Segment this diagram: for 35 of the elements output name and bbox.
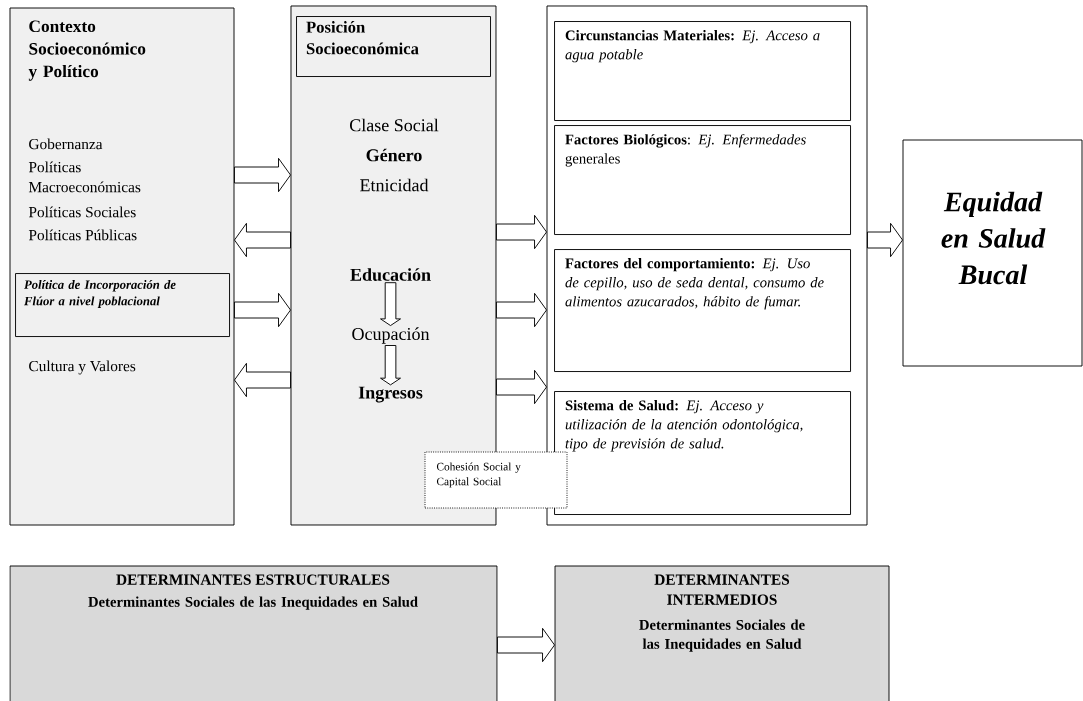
block-arrow: [497, 627, 555, 663]
outcome-box: Equidad en Salud Bucal: [902, 139, 1083, 367]
heading: DETERMINANTES INTERMEDIOS: [654, 574, 790, 605]
block-arrow: [234, 292, 291, 328]
heading: Contexto Socioeconómico y Político: [28, 20, 146, 81]
factor-box: Sistema de Salud: Ej. Acceso y utilización de la atención odontológica, tipo de previsión de salud.: [554, 391, 851, 515]
list-item: Gobernanza: [29, 138, 103, 150]
block-arrow: [380, 282, 401, 327]
list-item: Políticas Macroeconómicas: [28, 161, 141, 193]
block-arrow: [234, 222, 291, 258]
heading-box: Posición Socioeconómica: [296, 16, 491, 77]
block-arrow: [867, 222, 903, 258]
list-item: Políticas Sociales: [28, 206, 136, 218]
block-arrow: [496, 292, 547, 328]
block-arrow: [496, 214, 547, 250]
category-label: Ocupación: [352, 327, 430, 344]
subheading: Determinantes Sociales de las Inequidades en Salud: [639, 619, 805, 652]
factor-box: Circunstancias Materiales: Ej. Acceso a agua potable: [554, 21, 851, 121]
block-arrow: [380, 345, 401, 386]
factor-box: Factores del comportamiento: Ej. Uso de cepillo, uso de seda dental, consumo de alimentos azucarados, hábito de fumar.: [554, 249, 851, 372]
heading: DETERMINANTES ESTRUCTURALES: [116, 574, 390, 585]
note-box: Cohesión Social y Capital Social: [424, 451, 568, 509]
policy-box: Política de Incorporación de Flúor a nivel poblacional: [15, 273, 230, 337]
block-arrow: [234, 157, 291, 193]
category-label: Género: [366, 148, 422, 162]
factor-box: Factores Biológicos: Ej. Enfermedades generales: [554, 125, 851, 235]
category-label: Educación: [350, 268, 431, 281]
block-arrow: [496, 369, 547, 405]
block-arrow: [234, 362, 291, 398]
category-label: Ingresos: [358, 386, 423, 403]
subheading: Determinantes Sociales de las Inequidades en Salud: [88, 596, 418, 610]
list-item: Cultura y Valores: [29, 360, 136, 375]
list-item: Políticas Públicas: [28, 229, 137, 241]
category-label: Etnicidad: [360, 178, 429, 192]
category-label: Clase Social: [350, 118, 439, 132]
